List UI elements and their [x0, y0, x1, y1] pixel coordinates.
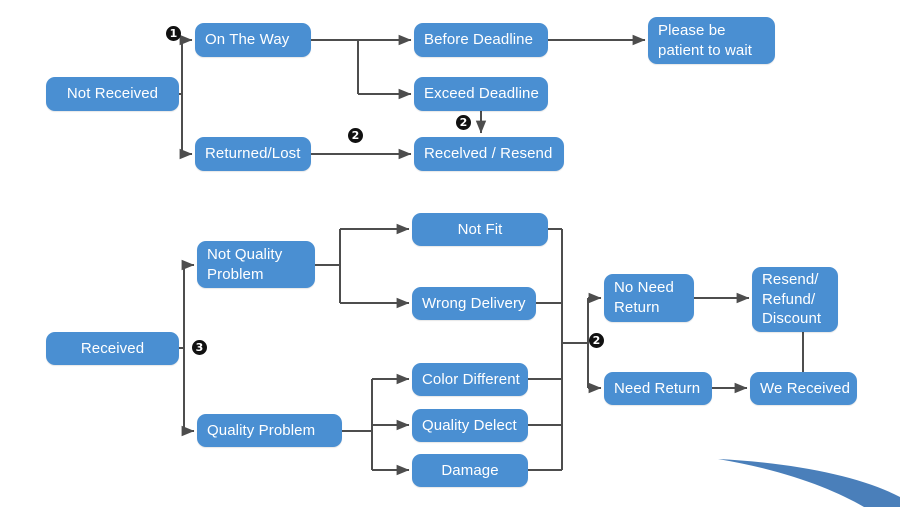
badge-1-on-the-way: 1	[166, 26, 181, 41]
node-damage[interactable]: Damage	[412, 454, 528, 487]
node-returned-lost[interactable]: Returned/Lost	[195, 137, 311, 171]
node-recelved-resend[interactable]: Recelved / Resend	[414, 137, 564, 171]
node-quality-problem[interactable]: Quality Problem	[197, 414, 342, 447]
node-on-the-way[interactable]: On The Way	[195, 23, 311, 57]
node-resend-refund-discount[interactable]: Resend/ Refund/ Discount	[752, 267, 838, 332]
badge-2-returned-lost: 2	[348, 128, 363, 143]
node-before-deadline[interactable]: Before Deadline	[414, 23, 548, 57]
node-exceed-deadline[interactable]: Exceed Deadline	[414, 77, 548, 111]
node-quality-delect[interactable]: Quality Delect	[412, 409, 528, 442]
node-not-received[interactable]: Not Received	[46, 77, 179, 111]
node-not-quality-problem[interactable]: Not Quality Problem	[197, 241, 315, 288]
badge-3-received: 3	[192, 340, 207, 355]
node-wrong-delivery[interactable]: Wrong Delivery	[412, 287, 536, 320]
node-please-be-patient[interactable]: Please be patient to wait	[648, 17, 775, 64]
node-we-received[interactable]: We Received	[750, 372, 857, 405]
badge-2-return-decision: 2	[589, 333, 604, 348]
node-received[interactable]: Received	[46, 332, 179, 365]
node-need-return[interactable]: Need Return	[604, 372, 712, 405]
badge-2-exceed-deadline: 2	[456, 115, 471, 130]
node-not-fit[interactable]: Not Fit	[412, 213, 548, 246]
node-no-need-return[interactable]: No Need Return	[604, 274, 694, 322]
node-color-different[interactable]: Color Different	[412, 363, 528, 396]
